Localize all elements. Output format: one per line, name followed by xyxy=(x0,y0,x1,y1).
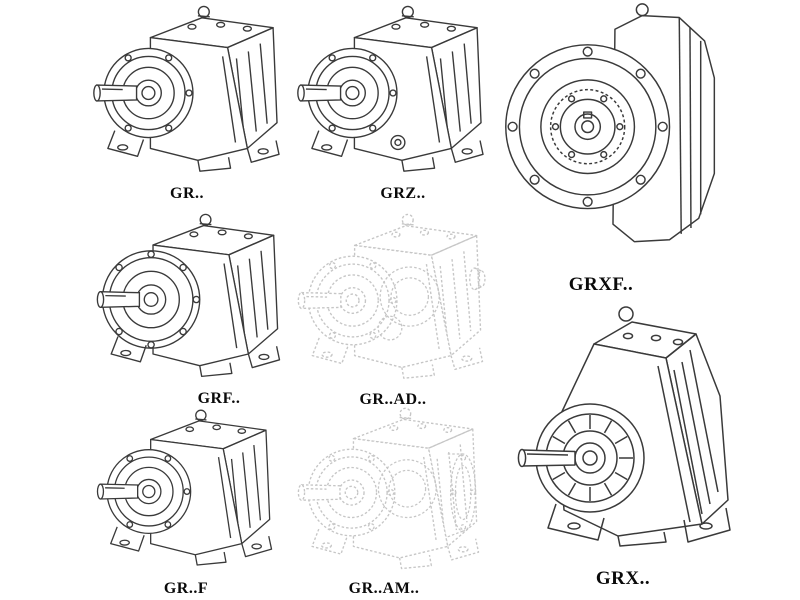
drawing-gram xyxy=(290,404,490,582)
drawing-gr xyxy=(88,2,288,185)
label-grx: GRX.. xyxy=(595,568,651,589)
label-grff: GR..F xyxy=(163,580,209,597)
drawing-grff xyxy=(86,406,286,578)
label-gr: GR.. xyxy=(170,185,204,202)
gearbox-foot-mounted-icon xyxy=(93,5,280,172)
gearbox-foot-mounted-f-icon xyxy=(96,409,273,566)
label-gram: GR..AM.. xyxy=(348,580,420,597)
drawing-grx xyxy=(498,300,733,562)
label-grxf: GRXF.. xyxy=(568,274,634,295)
gearbox-flange-icon xyxy=(96,213,281,378)
label-grad: GR..AD.. xyxy=(359,391,427,408)
gearbox-flange-mounted-icon xyxy=(505,3,716,243)
label-grz: GRZ.. xyxy=(380,185,426,202)
drawing-grxf xyxy=(495,0,730,268)
gearbox-adapter-flange-icon xyxy=(297,407,480,570)
drawing-grad xyxy=(292,210,492,392)
drawing-grz xyxy=(292,2,492,185)
drawing-grf xyxy=(90,210,290,390)
label-grf: GRF.. xyxy=(197,390,241,407)
gearbox-foot-mounted-z-icon xyxy=(297,5,484,172)
gearbox-adapter-icon xyxy=(297,213,486,379)
gearbox-large-foot-mounted-icon xyxy=(517,306,731,547)
